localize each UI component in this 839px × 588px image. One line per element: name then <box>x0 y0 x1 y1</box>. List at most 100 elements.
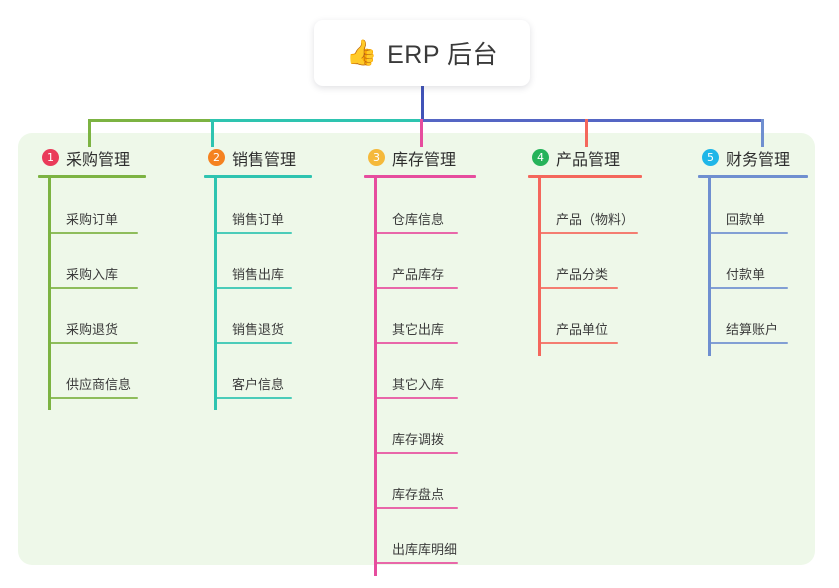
page-title: ERP 后台 <box>387 41 499 69</box>
menu-item-underline <box>48 342 138 344</box>
menu-item-underline <box>48 232 138 234</box>
root-node-card[interactable]: 👍 ERP 后台 <box>314 20 530 86</box>
connector-drop-3 <box>420 119 423 147</box>
menu-item-label: 销售订单 <box>232 212 285 227</box>
category-badge-2: 2 <box>208 149 225 166</box>
menu-item[interactable]: 出库库明细 <box>374 540 458 570</box>
menu-item-underline <box>214 397 292 399</box>
menu-item-underline <box>708 342 788 344</box>
menu-item-label: 其它入库 <box>392 377 445 392</box>
menu-item-label: 产品（物料） <box>556 212 635 227</box>
menu-item-label: 产品库存 <box>392 267 445 282</box>
diagram-panel <box>18 133 815 565</box>
menu-item[interactable]: 回款单 <box>708 210 788 240</box>
menu-item-underline <box>374 232 458 234</box>
category-title-1: 采购管理 <box>66 151 131 169</box>
menu-item-label: 采购入库 <box>66 267 119 282</box>
menu-item[interactable]: 付款单 <box>708 265 788 295</box>
category-spine-5 <box>708 178 711 356</box>
category-column-5: 5 财务管理回款单付款单结算账户 <box>698 145 808 356</box>
category-title-4: 产品管理 <box>556 151 621 169</box>
menu-item[interactable]: 产品库存 <box>374 265 458 295</box>
menu-item-label: 回款单 <box>726 212 766 227</box>
menu-item[interactable]: 库存盘点 <box>374 485 458 515</box>
menu-item[interactable]: 客户信息 <box>214 375 292 405</box>
menu-item[interactable]: 产品单位 <box>538 320 618 350</box>
menu-item-underline <box>214 232 292 234</box>
menu-item-underline <box>214 342 292 344</box>
category-title-5: 财务管理 <box>726 151 791 169</box>
menu-item-underline <box>708 287 788 289</box>
category-underline-2 <box>204 175 312 178</box>
category-underline-1 <box>38 175 146 178</box>
menu-item-label: 采购退货 <box>66 322 119 337</box>
menu-item-underline <box>374 287 458 289</box>
menu-item-underline <box>538 342 618 344</box>
bar-segment-teal <box>210 119 422 122</box>
menu-item-underline <box>214 287 292 289</box>
thumbs-up-icon: 👍 <box>345 38 378 67</box>
category-spine-4 <box>538 178 541 356</box>
connector-drop-2 <box>211 119 214 147</box>
menu-item[interactable]: 采购退货 <box>48 320 138 350</box>
category-items-4: 产品（物料） 产品分类产品单位 <box>528 178 642 356</box>
category-badge-5: 5 <box>702 149 719 166</box>
menu-item-underline <box>48 397 138 399</box>
category-badge-3: 3 <box>368 149 385 166</box>
menu-item-label: 采购订单 <box>66 212 119 227</box>
menu-item-underline <box>708 232 788 234</box>
menu-item-label: 结算账户 <box>726 322 779 337</box>
menu-item[interactable]: 销售退货 <box>214 320 292 350</box>
menu-item[interactable]: 库存调拨 <box>374 430 458 460</box>
connector-stem-root <box>421 86 424 121</box>
menu-item-label: 库存调拨 <box>392 432 445 447</box>
connector-drop-4 <box>585 119 588 147</box>
category-header-4[interactable]: 4 产品管理 <box>528 145 642 170</box>
menu-item-underline <box>374 507 458 509</box>
menu-item-underline <box>48 287 138 289</box>
category-column-2: 2 销售管理销售订单销售出库销售退货客户信息 <box>204 145 312 410</box>
menu-item[interactable]: 采购入库 <box>48 265 138 295</box>
menu-item-underline <box>538 232 638 234</box>
bar-segment-green <box>88 119 212 122</box>
connector-drop-1 <box>88 119 91 147</box>
menu-item[interactable]: 销售出库 <box>214 265 292 295</box>
menu-item-label: 销售退货 <box>232 322 285 337</box>
menu-item-label: 供应商信息 <box>66 377 132 392</box>
menu-item[interactable]: 仓库信息 <box>374 210 458 240</box>
menu-item-label: 产品单位 <box>556 322 609 337</box>
category-spine-2 <box>214 178 217 410</box>
menu-item[interactable]: 产品分类 <box>538 265 618 295</box>
category-header-5[interactable]: 5 财务管理 <box>698 145 808 170</box>
menu-item[interactable]: 供应商信息 <box>48 375 138 405</box>
menu-item[interactable]: 其它入库 <box>374 375 458 405</box>
menu-item-label: 付款单 <box>726 267 766 282</box>
menu-item-label: 客户信息 <box>232 377 285 392</box>
menu-item-label: 出库库明细 <box>392 542 458 557</box>
category-underline-4 <box>528 175 642 178</box>
category-items-2: 销售订单销售出库销售退货客户信息 <box>204 178 312 410</box>
menu-item-underline <box>538 287 618 289</box>
menu-item[interactable]: 采购订单 <box>48 210 138 240</box>
category-badge-4: 4 <box>532 149 549 166</box>
category-underline-3 <box>364 175 476 178</box>
menu-item-label: 库存盘点 <box>392 487 445 502</box>
menu-item-label: 仓库信息 <box>392 212 445 227</box>
category-items-5: 回款单付款单结算账户 <box>698 178 808 356</box>
menu-item-underline <box>374 342 458 344</box>
category-title-2: 销售管理 <box>232 151 297 169</box>
bar-segment-blue <box>420 119 763 122</box>
menu-item[interactable]: 销售订单 <box>214 210 292 240</box>
menu-item[interactable]: 其它出库 <box>374 320 458 350</box>
menu-item[interactable]: 结算账户 <box>708 320 788 350</box>
category-spine-3 <box>374 178 377 576</box>
category-items-1: 采购订单采购入库采购退货供应商信息 <box>38 178 146 410</box>
category-header-2[interactable]: 2 销售管理 <box>204 145 312 170</box>
menu-item-label: 其它出库 <box>392 322 445 337</box>
category-spine-1 <box>48 178 51 410</box>
menu-item[interactable]: 产品（物料） <box>538 210 638 240</box>
